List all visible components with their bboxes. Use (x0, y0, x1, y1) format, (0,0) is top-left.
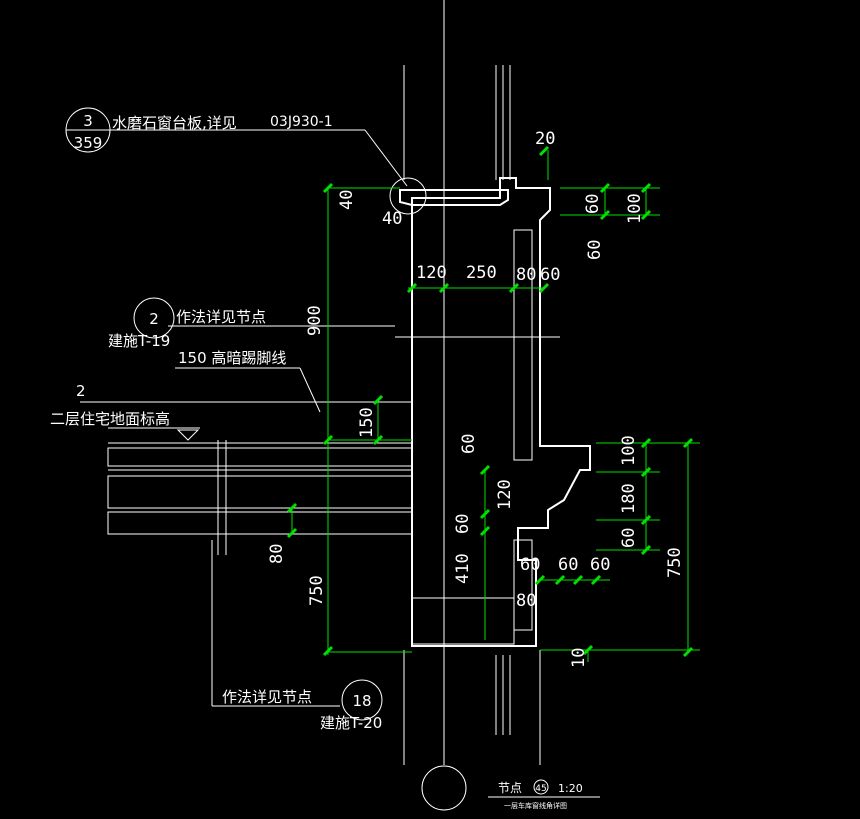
dimension-lines (286, 145, 700, 662)
dim-750-left: 750 (307, 575, 327, 606)
callout-sheet: 建施T-19 (108, 332, 170, 350)
dim-180: 180 (619, 483, 639, 514)
dim-60-a: 60 (583, 194, 603, 214)
dim-750-right: 750 (665, 547, 685, 578)
callout-top: 3 (83, 112, 93, 130)
baseboard-note: 150 高暗踢脚线 (178, 349, 286, 367)
dim-60-b: 60 (585, 240, 605, 260)
title-sub: 一层车库窗线角详图 (504, 801, 567, 810)
dim-100-b: 100 (619, 435, 639, 466)
dim-80-a: 80 (516, 265, 536, 285)
dim-80-c: 80 (267, 544, 287, 564)
dim-20: 20 (535, 129, 555, 149)
level-text: 二层住宅地面标高 (50, 410, 170, 428)
dimension-texts: 20 40 40 60 100 60 120 250 80 60 900 150… (267, 129, 685, 668)
title-scale: 1:20 (558, 782, 583, 795)
callout-18: 作法详见节点 18 建施T-20 (222, 679, 383, 732)
callout-sheet: 建施T-20 (320, 714, 382, 732)
dim-60-d: 60 (459, 434, 479, 454)
dim-10: 10 (569, 648, 589, 668)
dim-250: 250 (466, 263, 497, 283)
dim-60-c: 60 (540, 265, 560, 285)
callout-code: 03J930-1 (270, 114, 333, 130)
dim-60-h: 60 (558, 555, 578, 575)
dim-60-f: 60 (619, 528, 639, 548)
dim-80-b: 80 (516, 591, 536, 611)
dim-60-g: 60 (520, 555, 540, 575)
callout-2: 2 作法详见节点 建施T-19 150 高暗踢脚线 2 二层住宅地面标高 (50, 297, 286, 441)
leaders (80, 129, 427, 707)
dim-900: 900 (305, 305, 325, 336)
dim-120-a: 120 (416, 263, 447, 283)
callout-num: 18 (352, 692, 371, 710)
dim-150: 150 (357, 407, 377, 438)
callout-text: 作法详见节点 (176, 308, 266, 326)
level-num: 2 (76, 382, 86, 400)
callout-bottom: 359 (74, 134, 103, 152)
reference-lines (217, 0, 560, 765)
callout-3-359: 3 359 水磨石窗台板,详见 03J930-1 (65, 107, 333, 153)
callout-text: 水磨石窗台板,详见 (112, 114, 237, 132)
wall-section (399, 177, 591, 647)
dim-60-e: 60 (453, 514, 473, 534)
dim-60-i: 60 (590, 555, 610, 575)
title-num: 45 (535, 784, 546, 794)
callout-text: 作法详见节点 (222, 688, 312, 706)
drawing-title: 节点 45 1:20 一层车库窗线角详图 (421, 765, 600, 811)
dim-40-side: 40 (382, 209, 402, 229)
dim-410: 410 (453, 553, 473, 584)
dim-100-a: 100 (625, 193, 645, 224)
callout-num: 2 (149, 310, 159, 328)
dim-120-b: 120 (495, 479, 515, 510)
title-label: 节点 (498, 781, 522, 795)
floor-slab (107, 442, 413, 535)
dim-40-top: 40 (337, 190, 357, 210)
